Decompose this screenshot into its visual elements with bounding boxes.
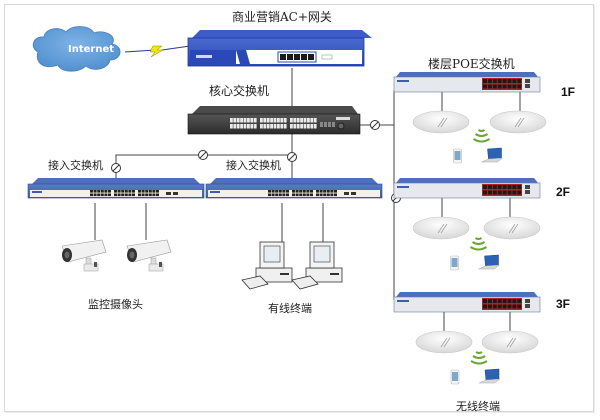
link-marker-icon [370, 120, 380, 130]
access-switch-label-1: 接入交换机 [48, 159, 103, 172]
wan-link [124, 49, 156, 53]
laptop-icon [478, 254, 501, 270]
access-switch-1-icon [27, 178, 205, 199]
poe-switch-3f-icon [393, 292, 541, 313]
gateway-label: 商业营销AC+网关 [232, 10, 332, 24]
diagram-frame [4, 4, 594, 412]
wireless-access-point-icon [489, 110, 547, 134]
wifi-signal-icon [469, 237, 488, 251]
wireless-access-point-icon [481, 330, 539, 354]
wireless-access-point-icon [412, 110, 470, 134]
security-camera-icon [61, 239, 107, 272]
core-switch-icon [187, 106, 361, 135]
floor-label-3f: 3F [556, 297, 571, 311]
floor-label-1f: 1F [561, 85, 576, 99]
link-marker-icon [111, 163, 121, 173]
internet-label: Internet [68, 44, 115, 55]
wireless-access-point-icon [412, 216, 470, 240]
laptop-icon [481, 147, 504, 163]
wired-terminals-label: 有线终端 [268, 302, 312, 315]
smartphone-icon [450, 369, 460, 385]
lightning-icon [149, 45, 164, 58]
smartphone-icon [450, 255, 459, 271]
cameras-label: 监控摄像头 [88, 298, 143, 311]
link-marker-icon [287, 152, 297, 162]
security-camera-icon [126, 239, 172, 272]
access-switch-label-2: 接入交换机 [226, 159, 281, 172]
wan-link-2 [161, 45, 191, 51]
laptop-icon [478, 368, 501, 384]
link-marker-icon [198, 150, 208, 160]
desktop-computer-icon [291, 241, 343, 290]
wifi-signal-icon [470, 351, 488, 365]
access-switch-2-icon [205, 178, 383, 199]
wireless-access-point-icon [483, 216, 541, 240]
gateway-device-icon [187, 30, 372, 67]
poe-switch-label: 楼层POE交换机 [428, 57, 515, 71]
poe-switch-2f-icon [393, 178, 541, 199]
desktop-computer-icon [241, 241, 293, 290]
wireless-access-point-icon [415, 330, 473, 354]
wireless-terminals-label: 无线终端 [456, 400, 500, 413]
floor-label-2f: 2F [556, 185, 571, 199]
wifi-signal-icon [472, 129, 491, 143]
smartphone-icon [453, 148, 462, 164]
core-switch-label: 核心交换机 [209, 84, 270, 98]
poe-switch-1f-icon [393, 72, 541, 93]
internet-cloud-icon [32, 26, 121, 72]
